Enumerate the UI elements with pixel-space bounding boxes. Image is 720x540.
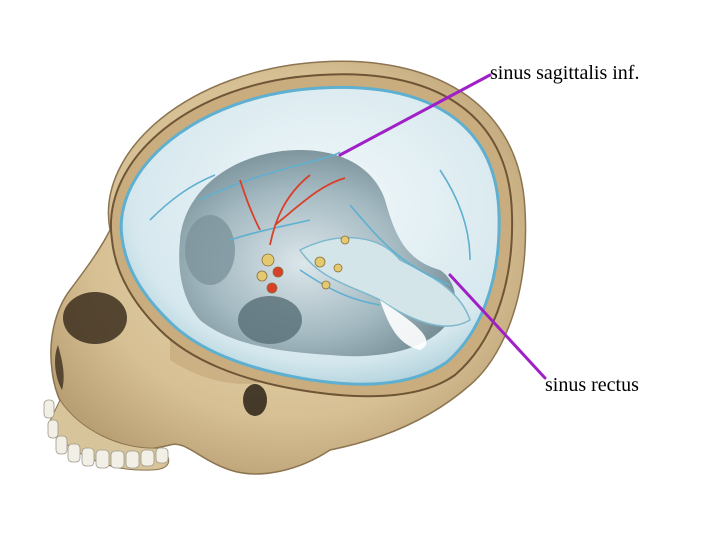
arteries (239, 174, 346, 246)
nerve-nodules (256, 235, 350, 294)
tentorium (298, 237, 471, 350)
teeth (43, 399, 169, 469)
label-sinus-sagittalis-inf: sinus sagittalis inf. (490, 62, 640, 84)
leader-line-sinus-sagittalis-inf (338, 73, 492, 157)
leader-lines (338, 73, 547, 380)
sinus-vessels (149, 151, 471, 306)
leader-line-sinus-rectus (448, 273, 547, 380)
label-sinus-rectus: sinus rectus (545, 374, 639, 396)
